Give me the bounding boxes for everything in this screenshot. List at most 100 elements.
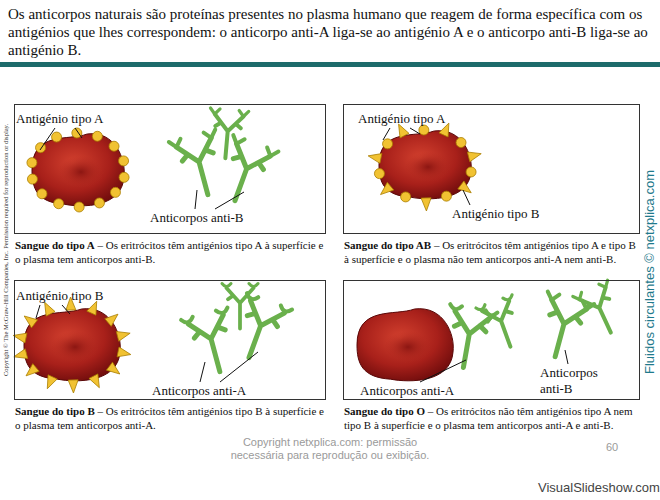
side-credit: Fluidos circulantes © netxplica.com (642, 170, 658, 374)
antibody-stem (176, 138, 225, 199)
antibody-stem (446, 311, 491, 370)
panel-caption: Sangue do tipo B – Os eritrócitos têm an… (15, 404, 325, 432)
blood-type-panel: Sangue do tipo O – Os eritrócitos não tê… (343, 280, 640, 400)
antigen-b (105, 314, 118, 326)
antibody-binding-site (546, 292, 559, 302)
antibody-label: Anticorpos anti-A (152, 383, 246, 399)
antibody-binding-site (573, 292, 584, 301)
antibody (181, 308, 243, 378)
antibody-binding-site (249, 284, 258, 287)
antigen-b (87, 301, 97, 315)
antigen-b (26, 364, 39, 376)
antibody-binding-site (210, 108, 220, 114)
antigen-a (27, 174, 37, 184)
antigen-a (37, 189, 47, 199)
antibody-binding-site (503, 295, 513, 301)
cell-body (24, 309, 120, 381)
antigen-b (14, 349, 28, 359)
antigen-label: Antigénio tipo A (16, 111, 103, 127)
image-copyright: Copyright © The McGraw-Hill Companies, I… (2, 124, 10, 376)
antibody (226, 293, 292, 366)
antigen-a (466, 167, 476, 177)
antibody-label: Anticorpos anti-B (150, 210, 244, 226)
antibody-binding-site (279, 305, 292, 313)
antigen-b (421, 198, 431, 211)
antigen-a (94, 198, 104, 208)
antigen-a (110, 187, 120, 197)
antigen-b (13, 333, 27, 343)
antigen-b (47, 375, 57, 389)
cell-dimple (384, 331, 432, 363)
antibody-stem (211, 114, 243, 160)
antigen-b (399, 124, 409, 138)
watermark: VisualSlideshow.com (538, 480, 660, 496)
antigen-a (109, 141, 119, 151)
antibody-stem (482, 301, 524, 351)
antigen-label: Antigénio tipo B (16, 288, 103, 304)
antigen-b (106, 362, 119, 374)
red-blood-cell (27, 128, 129, 212)
cell-dimple (58, 156, 104, 188)
antigen-a (441, 191, 451, 201)
antibody-binding-site (231, 135, 245, 146)
antibody (222, 284, 258, 329)
red-blood-cell (13, 297, 131, 393)
footer-copyright: Copyright netxplica.com: permissão neces… (230, 436, 430, 462)
antibody (476, 295, 529, 353)
antibody-binding-site (181, 317, 194, 324)
antibody-binding-site (169, 139, 182, 149)
antibody-binding-site (204, 130, 217, 140)
cell-dimple (405, 152, 451, 183)
antibody-binding-site (216, 308, 229, 315)
antigen-a (401, 192, 411, 202)
antigen-b (467, 152, 481, 162)
antigen-b (458, 181, 471, 193)
antibody-stem (188, 315, 237, 376)
antigen-a (374, 169, 384, 179)
antibody-binding-site (265, 147, 279, 158)
antigen-a (52, 132, 62, 142)
panel-caption: Sangue do tipo A – Os eritrócitos têm an… (15, 238, 325, 266)
slide-number: 60 (606, 441, 618, 454)
antibody-label: Anticorpos anti-B (540, 365, 620, 396)
antigen-b (117, 347, 131, 357)
antigen-label: Antigénio tipo A (358, 111, 445, 127)
antibody-label: Anticorpos anti-A (360, 383, 454, 399)
antigen-b (68, 380, 78, 393)
antigen-b (381, 182, 394, 194)
red-blood-cell (368, 123, 481, 211)
title-bar (0, 62, 660, 67)
antigen-a (419, 125, 429, 135)
antigen-a (92, 131, 102, 141)
antibody (169, 130, 231, 201)
caption-heading: Sangue do tipo AB (344, 239, 431, 251)
antibody-stem (580, 287, 624, 338)
antigen-a (54, 199, 64, 209)
antigen-a (119, 172, 129, 182)
antibody-binding-site (222, 284, 231, 287)
panel-caption: Sangue do tipo AB – Os eritrócitos têm a… (344, 238, 639, 266)
antigen-a (383, 139, 393, 149)
antibody (212, 135, 278, 209)
antibody-binding-site (476, 305, 486, 311)
antigen-b (368, 154, 382, 164)
antigen-a (119, 156, 129, 166)
slide-title: Os anticorpos naturais são proteínas pre… (8, 5, 648, 59)
antigen-a (72, 128, 82, 138)
antigen-b (45, 302, 55, 316)
antigen-a (74, 202, 84, 212)
antigen-a (456, 138, 466, 148)
cell-body (32, 134, 124, 206)
antigen-b (89, 374, 99, 388)
antibody (573, 280, 628, 340)
cell-body (357, 309, 453, 381)
antigen-label: Antigénio tipo B (452, 206, 539, 222)
antibody-stem (538, 300, 587, 361)
red-blood-cell (357, 309, 453, 381)
cell-body (379, 131, 471, 199)
caption-heading: Sangue do tipo A (15, 239, 95, 251)
panel-caption: Sangue do tipo O – Os eritrócitos não tê… (344, 404, 639, 432)
antibody-binding-site (449, 304, 462, 310)
antibody (206, 108, 249, 160)
caption-heading: Sangue do tipo O (344, 405, 425, 417)
